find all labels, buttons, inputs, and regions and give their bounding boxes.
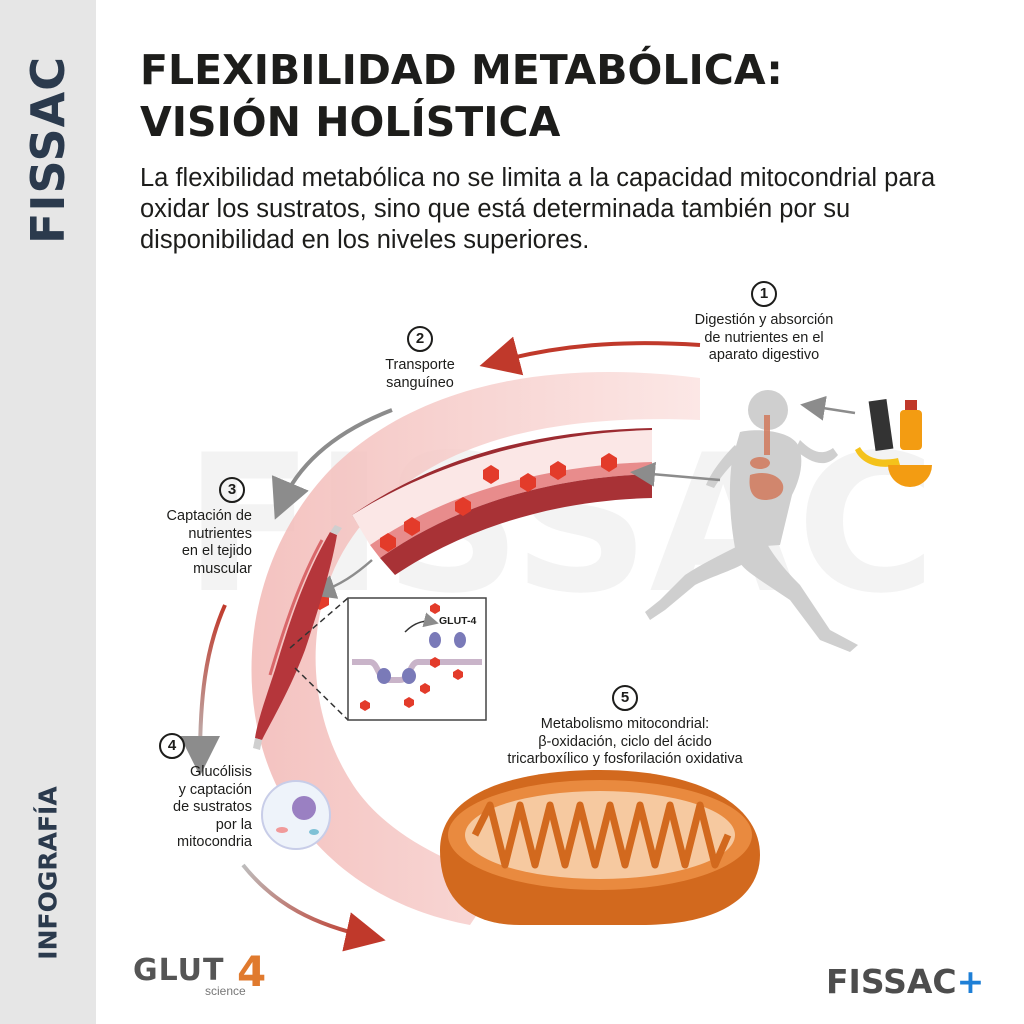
arrow-digestion-to-blood [479, 336, 701, 376]
step-2: 2 Transporte sanguíneo [370, 326, 470, 392]
nutrient-particles [311, 453, 617, 610]
glut4-logo-text: GLUT [133, 953, 225, 988]
fissac-plus-logo: FISSAC+ [826, 962, 984, 1001]
arrow-food-to-runner [800, 395, 856, 421]
step-5: 5 Metabolismo mitocondrial: β-oxidación,… [480, 685, 770, 769]
glut4-logo-subtext: science [205, 984, 246, 998]
step-4-text: Glucólisis y captación de sustratos por … [173, 764, 252, 850]
step-3: 3 Captación de nutrientes en el tejido m… [140, 477, 252, 578]
step-3-text: Captación de nutrientes en el tejido mus… [166, 508, 252, 577]
fissac-logo-text: FISSAC [826, 962, 957, 1001]
step-4: 4 Glucólisis y captación de sustratos po… [130, 733, 252, 852]
step-1: 1 Digestión y absorción de nutrientes en… [683, 281, 845, 365]
muscle-illustration [253, 525, 342, 750]
fissac-logo-plus: + [956, 962, 985, 1001]
step-1-number: 1 [751, 281, 777, 307]
sidebar-category: INFOGRAFÍA [33, 786, 63, 960]
sidebar-brand: FISSAC [21, 55, 75, 245]
step-2-text: Transporte sanguíneo [385, 357, 455, 391]
arrow-glycolysis-to-mito [241, 863, 386, 952]
arrow-blood-to-muscle [271, 408, 393, 520]
step-3-number: 3 [219, 477, 245, 503]
step-2-number: 2 [407, 326, 433, 352]
glut4-label: GLUT-4 [439, 615, 476, 627]
title-line-1: FLEXIBILIDAD METABÓLICA: [140, 46, 783, 94]
sidebar: FISSAC INFOGRAFÍA [0, 0, 96, 1024]
arrow-vessel-to-muscle [310, 559, 373, 599]
food-illustration [855, 398, 932, 487]
blood-vessel [352, 428, 652, 575]
step-5-text: Metabolismo mitocondrial: β-oxidación, c… [507, 716, 743, 767]
title-line-2: VISIÓN HOLÍSTICA [140, 98, 561, 146]
cell-illustration [261, 780, 331, 850]
step-4-number: 4 [159, 733, 185, 759]
arrow-runner-to-vessel [630, 461, 721, 487]
glut4-science-logo: GLUT 4 science [133, 947, 283, 1003]
step-5-number: 5 [612, 685, 638, 711]
step-1-text: Digestión y absorción de nutrientes en e… [694, 312, 834, 363]
digestive-system [749, 415, 784, 500]
page-title: FLEXIBILIDAD METABÓLICA: VISIÓN HOLÍSTIC… [140, 44, 1000, 148]
glut4-logo-number: 4 [237, 947, 267, 996]
metabolism-illustration: FISSAC [180, 336, 936, 952]
intro-paragraph: La flexibilidad metabólica no se limita … [140, 164, 936, 254]
arrow-muscle-to-glycolysis [180, 604, 227, 776]
mitochondria-illustration [440, 770, 760, 925]
